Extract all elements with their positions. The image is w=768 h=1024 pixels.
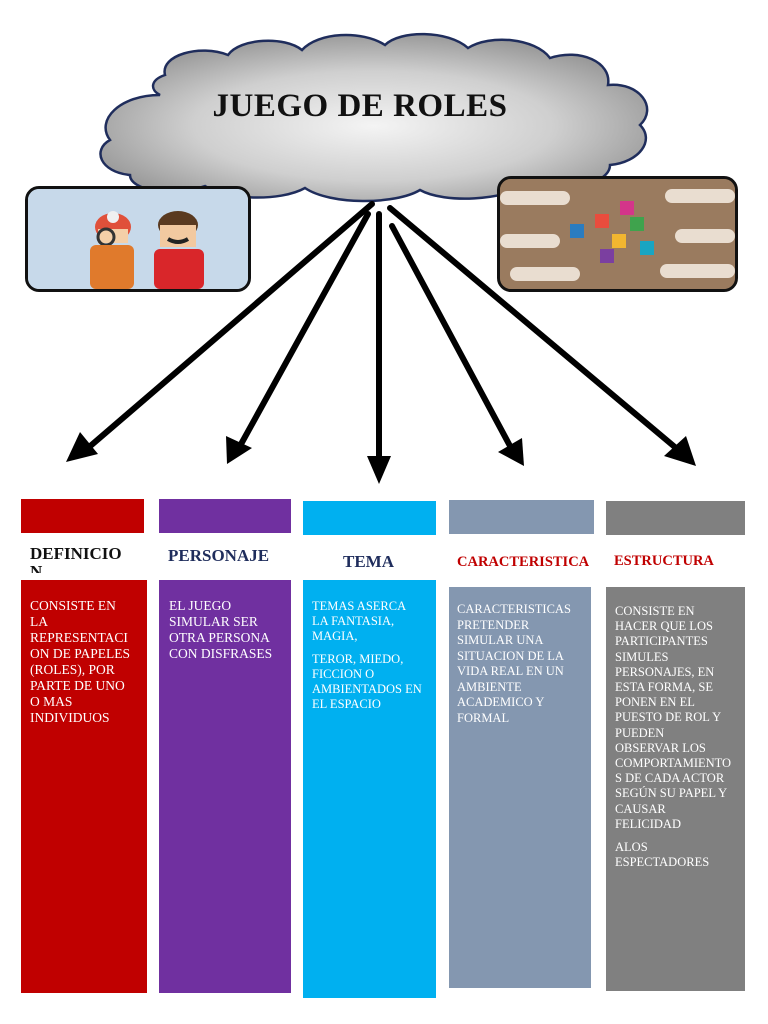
arrowhead-definicion [66, 432, 98, 462]
bar-estructura [606, 501, 745, 535]
personaje-text: EL JUEGO SIMULAR SER OTRA PERSONA CON DI… [169, 598, 273, 661]
bar-definicion [21, 499, 144, 533]
heading-personaje: PERSONAJE [168, 546, 270, 565]
estructura-text-1: CONSISTE EN HACER QUE LOS PARTICIPANTES … [615, 604, 732, 831]
caracteristica-text: CARACTERISTICAS PRETENDER SIMULAR UNA SI… [457, 602, 571, 725]
arrow-personaje [237, 211, 371, 449]
arrowhead-personaje [226, 436, 252, 464]
arrow-definicion [85, 201, 375, 451]
arrows [66, 201, 696, 484]
bar-caracteristica [449, 500, 594, 534]
children-photo [25, 186, 251, 292]
heading-caracteristica: CARACTERISTICA [457, 554, 590, 570]
arrowhead-tema [367, 456, 391, 484]
puzzle-hands-photo [497, 176, 738, 292]
column-personaje: EL JUEGO SIMULAR SER OTRA PERSONA CON DI… [159, 580, 291, 993]
tema-text-1: TEMAS ASERCA LA FANTASIA, MAGIA, [312, 599, 407, 643]
arrowhead-estructura [664, 436, 696, 466]
arrow-caracteristica [389, 223, 513, 449]
column-definicion: CONSISTE EN LA REPRESENTACI ON DE PAPELE… [21, 580, 147, 993]
arrowhead-caracteristica [498, 438, 524, 466]
heading-estructura: ESTRUCTURA [614, 553, 714, 569]
tema-text-2: TEROR, MIEDO, FICCION O AMBIENTADOS EN E… [312, 652, 422, 711]
children-illustration [28, 189, 248, 289]
definicion-text: CONSISTE EN LA REPRESENTACI ON DE PAPELE… [30, 598, 131, 725]
bar-tema [303, 501, 436, 535]
heading-definicion: DEFINICIO N [30, 545, 122, 573]
arrow-estructura [387, 205, 679, 451]
heading-tema: TEMA [343, 552, 394, 571]
estructura-text-2: ALOS ESPECTADORES [615, 840, 710, 870]
puzzle-illustration [500, 179, 735, 289]
bar-personaje [159, 499, 291, 533]
column-caracteristica: CARACTERISTICAS PRETENDER SIMULAR UNA SI… [449, 587, 591, 988]
page-title: JUEGO DE ROLES [212, 88, 508, 124]
column-estructura: CONSISTE EN HACER QUE LOS PARTICIPANTES … [606, 587, 745, 991]
column-tema: TEMAS ASERCA LA FANTASIA, MAGIA, TEROR, … [303, 580, 436, 998]
